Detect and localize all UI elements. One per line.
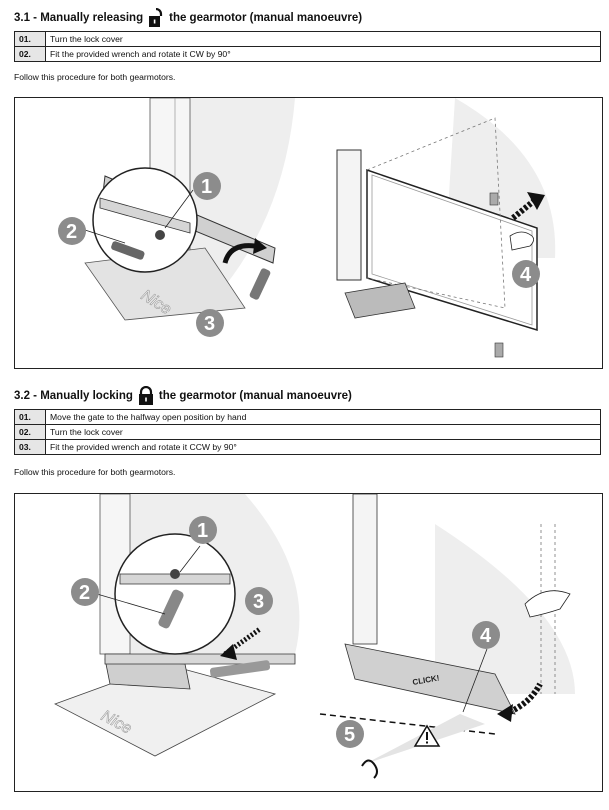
steps-table-locking: 01. Move the gate to the halfway open po… bbox=[14, 409, 601, 455]
step-number: 01. bbox=[14, 31, 46, 47]
callout-1: 1 bbox=[179, 516, 217, 573]
callout-1: 1 bbox=[164, 172, 221, 229]
hand bbox=[524, 590, 571, 618]
lock-cover bbox=[155, 230, 165, 240]
svg-text:3: 3 bbox=[204, 313, 215, 335]
heading-prefix: 3.1 - Manually releasing bbox=[14, 12, 144, 24]
wrench-rotated bbox=[249, 268, 271, 300]
gate-swing-shade bbox=[435, 524, 575, 694]
step-number: 03. bbox=[14, 439, 46, 455]
unlocked-padlock-icon bbox=[149, 8, 163, 27]
table-row: 02. Fit the provided wrench and rotate i… bbox=[14, 46, 601, 62]
callout-4: 4 bbox=[512, 260, 540, 288]
push-arrow bbox=[527, 192, 545, 210]
procedure-note: Follow this procedure for both gearmotor… bbox=[14, 72, 176, 82]
callout-2: 2 bbox=[58, 217, 126, 245]
svg-text:2: 2 bbox=[66, 221, 77, 243]
step-number: 01. bbox=[14, 409, 46, 425]
gate-stop bbox=[489, 192, 499, 206]
svg-text:4: 4 bbox=[520, 264, 532, 286]
illustration-releasing: Nice 1 2 3 bbox=[14, 97, 603, 369]
callout-5: 5 bbox=[336, 720, 364, 748]
step-text: Fit the provided wrench and rotate it CW… bbox=[45, 46, 601, 62]
heading-suffix: the gearmotor (manual manoeuvre) bbox=[169, 12, 363, 24]
procedure-note: Follow this procedure for both gearmotor… bbox=[14, 467, 176, 477]
table-row: 03. Fit the provided wrench and rotate i… bbox=[14, 439, 601, 455]
rotation-arrow bbox=[222, 243, 256, 264]
callout-3: 3 bbox=[196, 309, 224, 337]
step-text: Turn the lock cover bbox=[45, 424, 601, 440]
section-heading-releasing: 3.1 - Manually releasing the gearmotor (… bbox=[14, 8, 362, 28]
gate-leaf bbox=[366, 168, 538, 332]
locked-padlock-icon bbox=[138, 386, 153, 405]
illustration-locking: Nice 1 2 3 CLICK! bbox=[14, 493, 603, 792]
rotation-arrow bbox=[223, 626, 262, 657]
wrench bbox=[158, 589, 184, 629]
svg-text:2: 2 bbox=[79, 582, 90, 604]
heading-suffix: the gearmotor (manual manoeuvre) bbox=[158, 390, 352, 402]
svg-text:1: 1 bbox=[201, 176, 212, 198]
lock-cover bbox=[170, 569, 180, 579]
step-text: Move the gate to the halfway open positi… bbox=[45, 409, 601, 425]
steps-table-releasing: 01. Turn the lock cover 02. Fit the prov… bbox=[14, 31, 601, 62]
svg-text:4: 4 bbox=[480, 625, 492, 647]
step-number: 02. bbox=[14, 46, 46, 62]
svg-text:1: 1 bbox=[197, 520, 208, 542]
step-text: Fit the provided wrench and rotate it CC… bbox=[45, 439, 601, 455]
table-row: 01. Turn the lock cover bbox=[14, 31, 601, 47]
gate-pillar bbox=[336, 149, 362, 281]
rotate-icon bbox=[361, 759, 378, 779]
step-number: 02. bbox=[14, 424, 46, 440]
hand bbox=[509, 231, 534, 251]
callout-4: 4 bbox=[462, 621, 500, 713]
callout-2: 2 bbox=[71, 578, 166, 615]
wrench bbox=[111, 241, 145, 260]
table-row: 02. Turn the lock cover bbox=[14, 424, 601, 440]
callout-3: 3 bbox=[245, 587, 273, 615]
ground-plate bbox=[344, 282, 416, 319]
wrench-rotated bbox=[209, 660, 271, 678]
gate-pillar bbox=[352, 494, 378, 645]
section-heading-locking: 3.2 - Manually locking the gearmotor (ma… bbox=[14, 386, 352, 406]
heading-prefix: 3.2 - Manually locking bbox=[14, 390, 133, 402]
svg-text:5: 5 bbox=[344, 724, 355, 746]
gate-stop bbox=[494, 342, 504, 358]
warning-triangle-icon bbox=[413, 724, 441, 747]
step-text: Turn the lock cover bbox=[45, 31, 601, 47]
svg-text:3: 3 bbox=[253, 591, 264, 613]
gearmotor-body bbox=[344, 643, 516, 715]
table-row: 01. Move the gate to the halfway open po… bbox=[14, 409, 601, 425]
